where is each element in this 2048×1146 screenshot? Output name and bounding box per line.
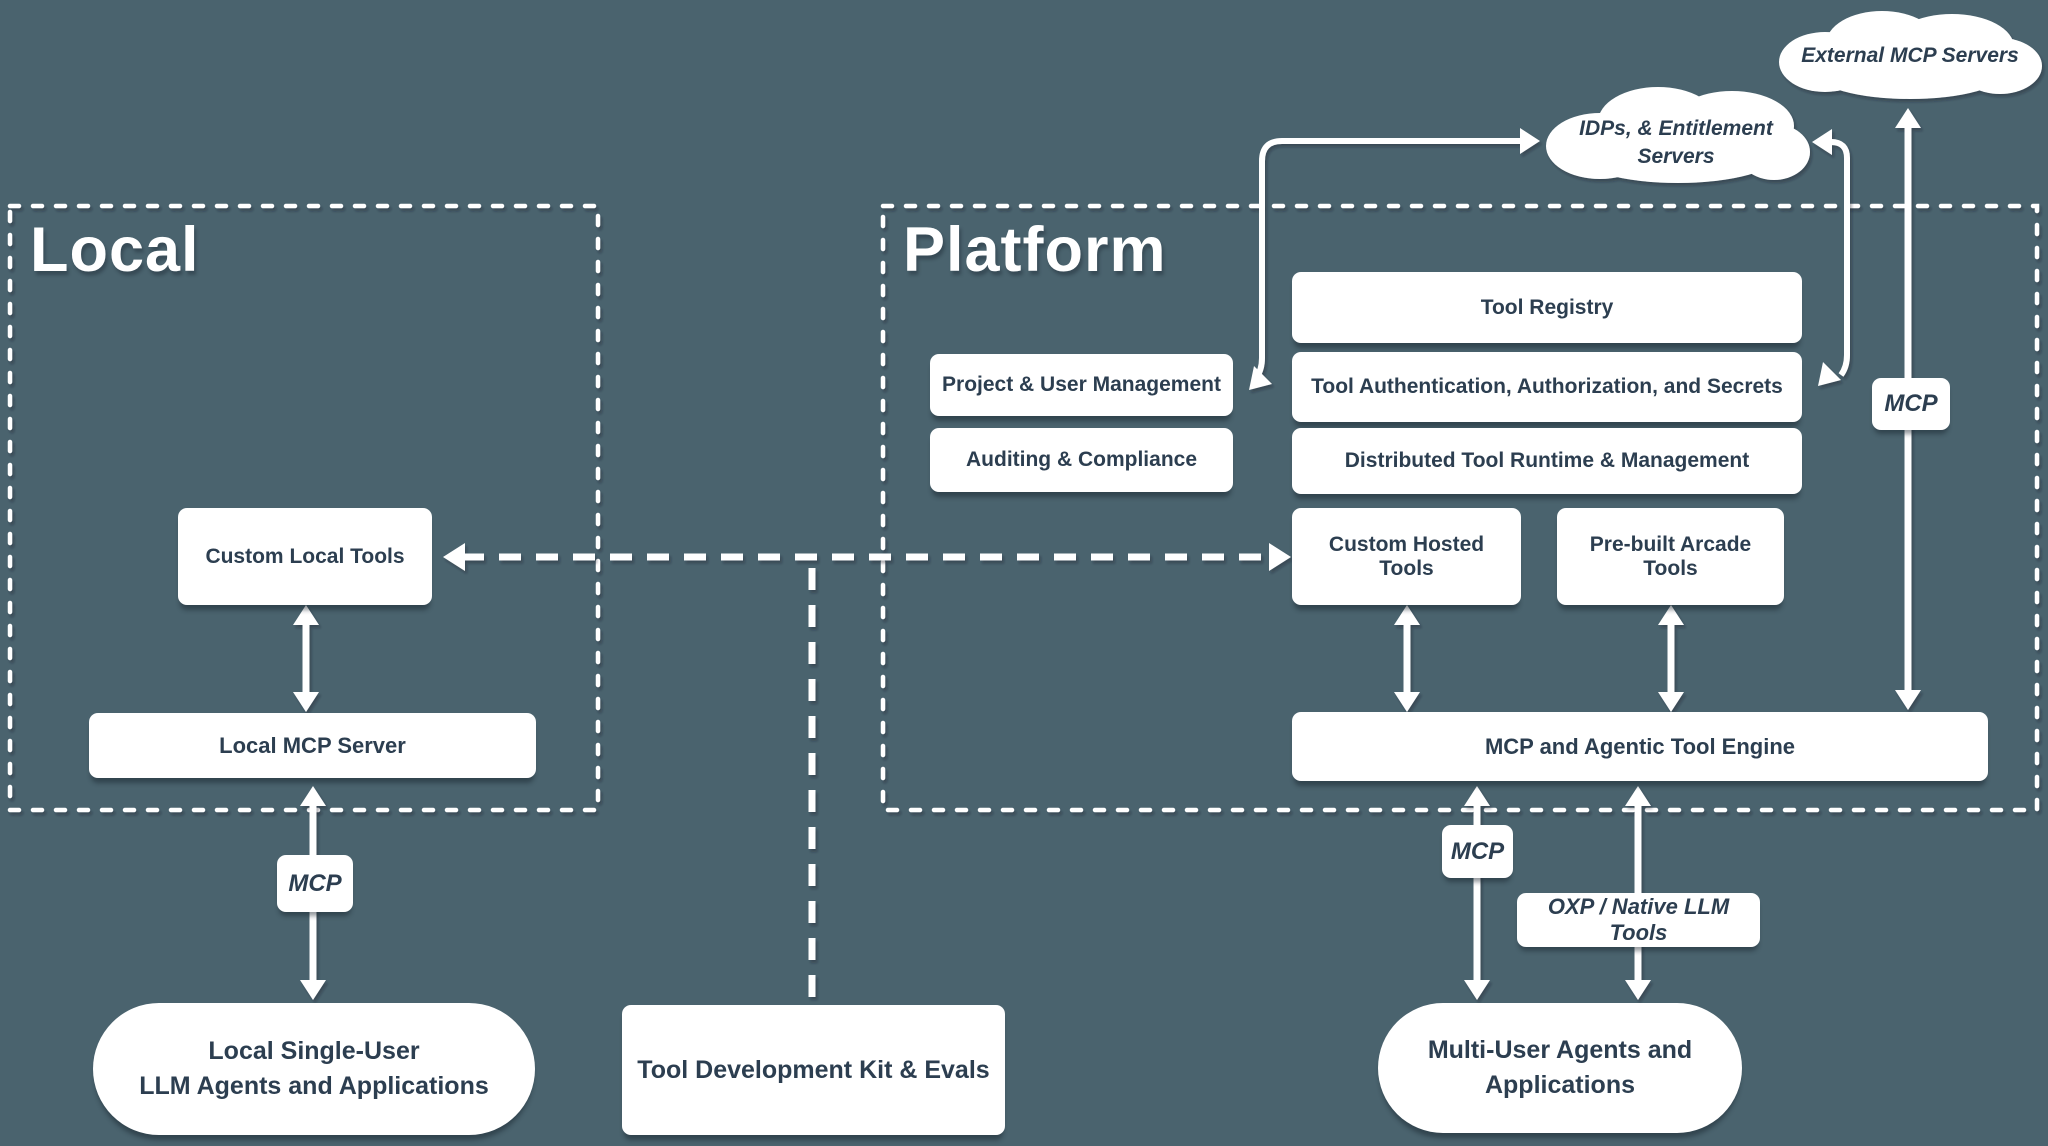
local-section-title: Local: [30, 215, 200, 285]
auditing-compliance-label: Auditing & Compliance: [966, 448, 1197, 471]
distributed-runtime-box: Distributed Tool Runtime & Management: [1292, 428, 1802, 494]
local-single-user-pill: Local Single-User LLM Agents and Applica…: [93, 1003, 535, 1135]
idps-cloud-shape: [1546, 87, 1810, 183]
local-pill-line1: Local Single-User: [208, 1037, 420, 1065]
mcp-label-external-text: MCP: [1884, 390, 1938, 417]
mcp-agentic-engine-box: MCP and Agentic Tool Engine: [1292, 712, 1988, 781]
project-user-management-box: Project & User Management: [930, 354, 1233, 416]
external-mcp-cloud-label: External MCP Servers: [1790, 40, 2030, 72]
mcp-label-local: MCP: [277, 855, 353, 912]
tool-dev-kit-box: Tool Development Kit & Evals: [622, 1005, 1005, 1135]
mcp-label-platform: MCP: [1442, 825, 1513, 878]
multi-pill-line1: Multi-User Agents and: [1427, 1036, 1693, 1064]
auditing-compliance-box: Auditing & Compliance: [930, 428, 1233, 492]
multi-user-agents-pill: Multi-User Agents and Applications: [1378, 1003, 1742, 1133]
mcp-label-platform-text: MCP: [1450, 837, 1505, 865]
local-mcp-server-box: Local MCP Server: [89, 713, 536, 778]
custom-hosted-tools-box: Custom Hosted Tools: [1292, 508, 1521, 605]
mcp-label-local-text: MCP: [288, 869, 342, 897]
idps-cloud-text-line2: Servers: [1637, 145, 1715, 168]
idps-cloud-label: IDPs, & Entitlement Servers: [1556, 112, 1796, 174]
idps-cloud-text-line1: IDPs, & Entitlement: [1579, 117, 1773, 140]
multi-pill-line2: Applications: [1484, 1071, 1635, 1099]
external-mcp-cloud-text: External MCP Servers: [1801, 44, 2019, 67]
tool-dev-kit-label: Tool Development Kit & Evals: [637, 1055, 990, 1084]
tool-registry-box: Tool Registry: [1292, 272, 1802, 343]
tool-authentication-label: Tool Authentication, Authorization, and …: [1311, 375, 1783, 398]
prebuilt-arcade-tools-label: Pre-built Arcade Tools: [1589, 532, 1752, 580]
arrow-project-idps: [1249, 128, 1540, 390]
dashed-tools-connector: [443, 543, 1291, 1002]
external-mcp-cloud-shape: [1779, 11, 2042, 99]
oxp-native-llm-text: OXP / Native LLM Tools: [1547, 894, 1730, 945]
custom-hosted-tools-label: Custom Hosted Tools: [1328, 532, 1485, 580]
platform-section-title: Platform: [903, 215, 1167, 285]
tool-registry-label: Tool Registry: [1480, 295, 1614, 319]
mcp-agentic-engine-label: MCP and Agentic Tool Engine: [1484, 733, 1796, 759]
arrow-idps-toolauth: [1812, 129, 1850, 386]
local-mcp-server-label: Local MCP Server: [219, 732, 406, 758]
oxp-native-llm-label: OXP / Native LLM Tools: [1517, 893, 1760, 947]
custom-local-tools-label: Custom Local Tools: [205, 544, 405, 568]
distributed-runtime-label: Distributed Tool Runtime & Management: [1344, 449, 1750, 472]
platform-section-border: [880, 203, 2040, 813]
section-borders: [7, 203, 2040, 813]
tool-authentication-box: Tool Authentication, Authorization, and …: [1292, 352, 1802, 422]
custom-local-tools-box: Custom Local Tools: [178, 508, 432, 605]
project-user-management-label: Project & User Management: [942, 373, 1221, 396]
mcp-label-external: MCP: [1872, 378, 1950, 430]
prebuilt-arcade-tools-box: Pre-built Arcade Tools: [1557, 508, 1784, 605]
local-pill-line2: LLM Agents and Applications: [139, 1072, 489, 1100]
